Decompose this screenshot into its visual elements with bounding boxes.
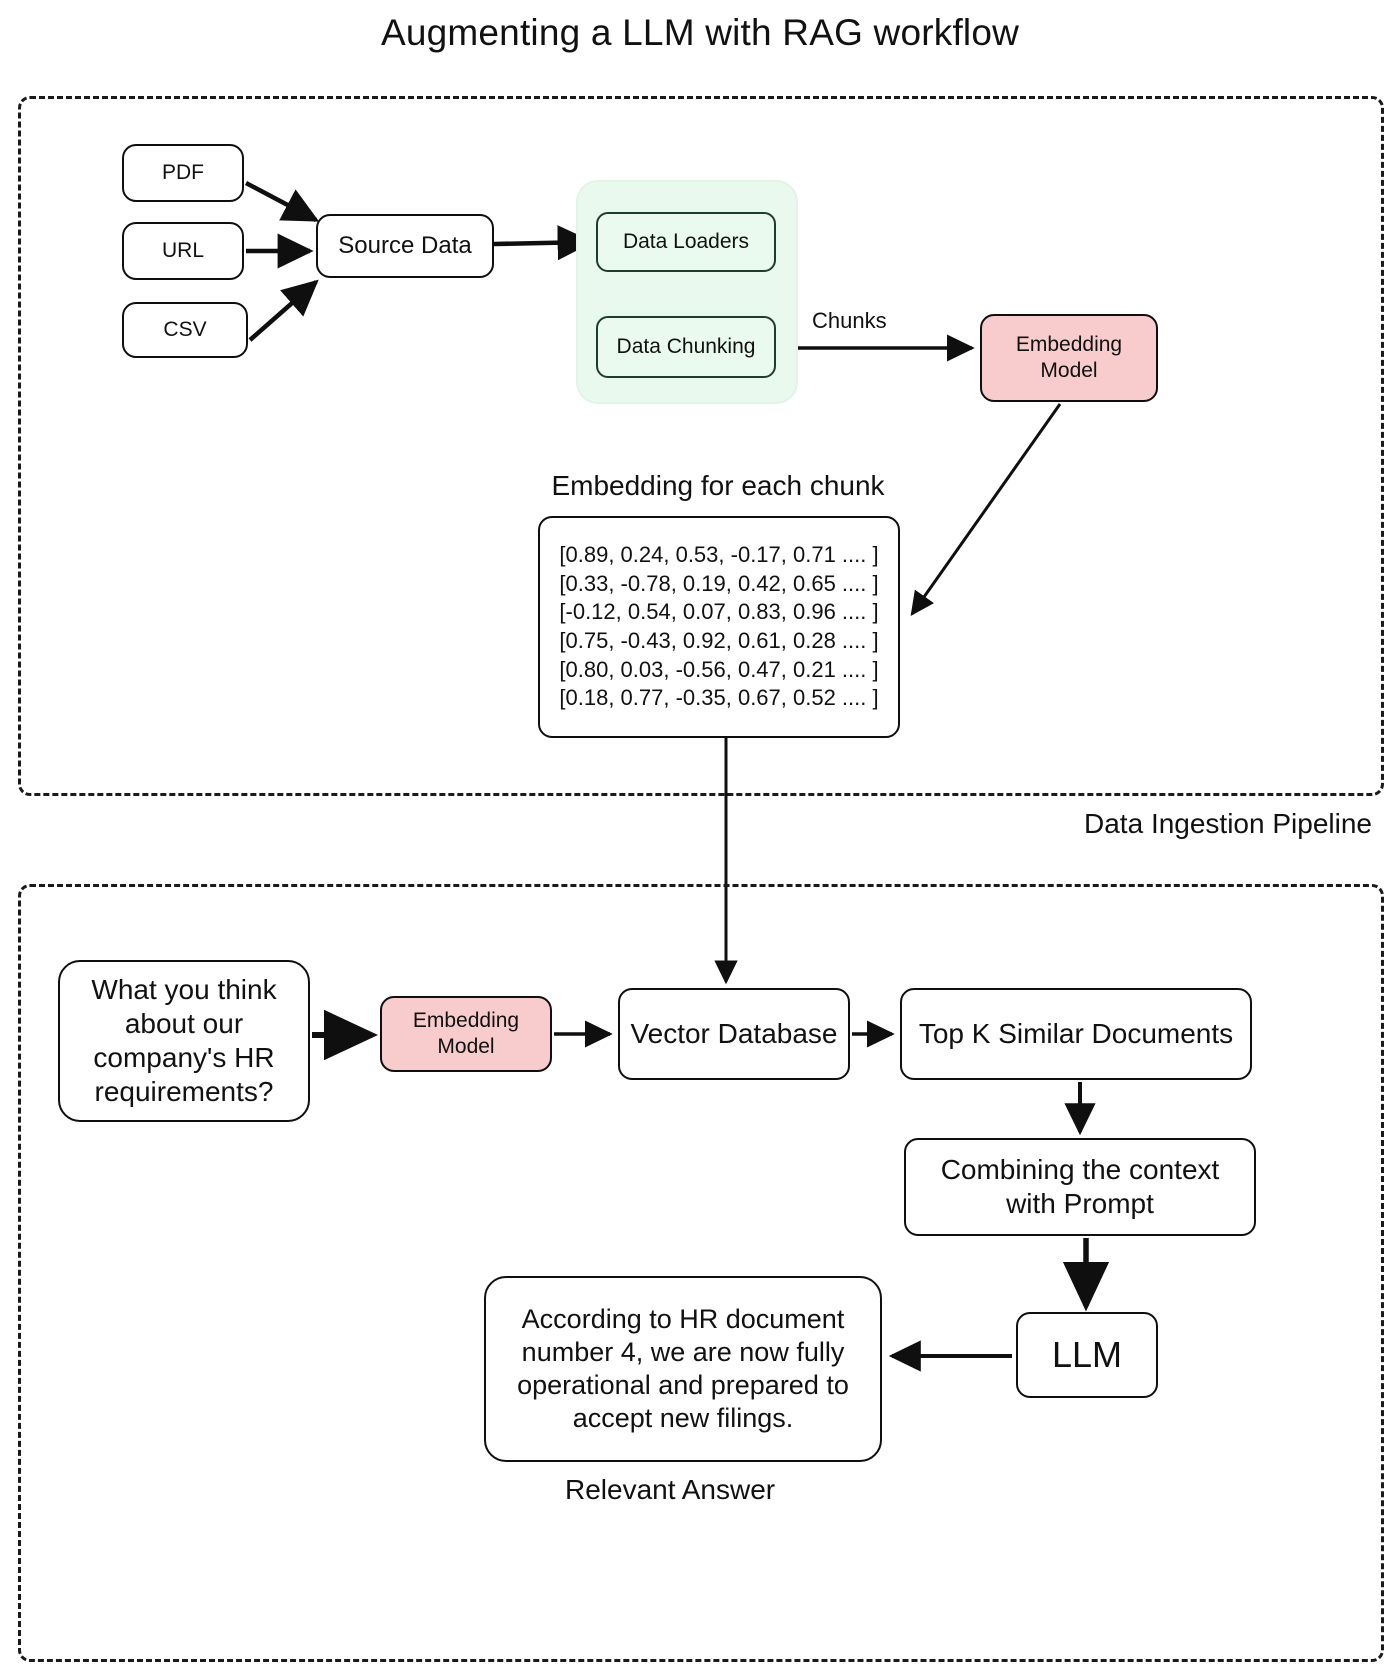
node-embedding-model-ingestion[interactable]: Embedding Model [980, 314, 1158, 402]
node-llm[interactable]: LLM [1016, 1312, 1158, 1398]
embedding-model-line2: Model [437, 1035, 495, 1058]
embedding-model-line1: Embedding [412, 1009, 520, 1033]
embedding-vector-row: [-0.12, 0.54, 0.07, 0.83, 0.96 .... ] [559, 599, 879, 625]
node-data-loaders[interactable]: Data Loaders [596, 212, 776, 272]
embedding-vector-row: [0.80, 0.03, -0.56, 0.47, 0.21 .... ] [559, 656, 879, 682]
embedding-vector-list: [0.89, 0.24, 0.53, -0.17, 0.71 .... ] [0… [559, 541, 878, 713]
embedding-model-line2: Model [1040, 359, 1098, 382]
node-vector-database[interactable]: Vector Database [618, 988, 850, 1080]
embedding-vector-row: [0.75, -0.43, 0.92, 0.61, 0.28 .... ] [559, 628, 879, 653]
node-relevant-answer: According to HR document number 4, we ar… [484, 1276, 882, 1462]
data-ingestion-pipeline-label: Data Ingestion Pipeline [1084, 808, 1372, 839]
node-csv[interactable]: CSV [122, 302, 248, 358]
node-data-chunking[interactable]: Data Chunking [596, 316, 776, 378]
node-top-k-similar-documents[interactable]: Top K Similar Documents [900, 988, 1252, 1080]
node-source-data[interactable]: Source Data [316, 214, 494, 278]
node-pdf[interactable]: PDF [122, 144, 244, 202]
relevant-answer-label: Relevant Answer [565, 1474, 776, 1505]
node-combining-context-with-prompt[interactable]: Combining the context with Prompt [904, 1138, 1256, 1236]
edge-label-chunks: Chunks [812, 308, 887, 333]
embedding-vector-row: [0.89, 0.24, 0.53, -0.17, 0.71 .... ] [559, 542, 879, 568]
retrieval-pipeline-frame [18, 884, 1384, 1662]
embedding-model-line1: Embedding [1015, 333, 1123, 357]
data-ingestion-pipeline-frame [18, 96, 1384, 796]
node-url[interactable]: URL [122, 222, 244, 280]
embedding-vector-row: [0.18, 0.77, -0.35, 0.67, 0.52 .... ] [559, 685, 879, 711]
node-user-question[interactable]: What you think about our company's HR re… [58, 960, 310, 1122]
embedding-vector-row: [0.33, -0.78, 0.19, 0.42, 0.65 .... ] [559, 570, 879, 596]
node-embedding-model-retrieval[interactable]: Embedding Model [380, 996, 552, 1072]
page-title: Augmenting a LLM with RAG workflow [380, 12, 1020, 53]
embeddings-caption: Embedding for each chunk [551, 470, 885, 501]
node-embedding-vectors: [0.89, 0.24, 0.53, -0.17, 0.71 .... ] [0… [538, 516, 900, 738]
